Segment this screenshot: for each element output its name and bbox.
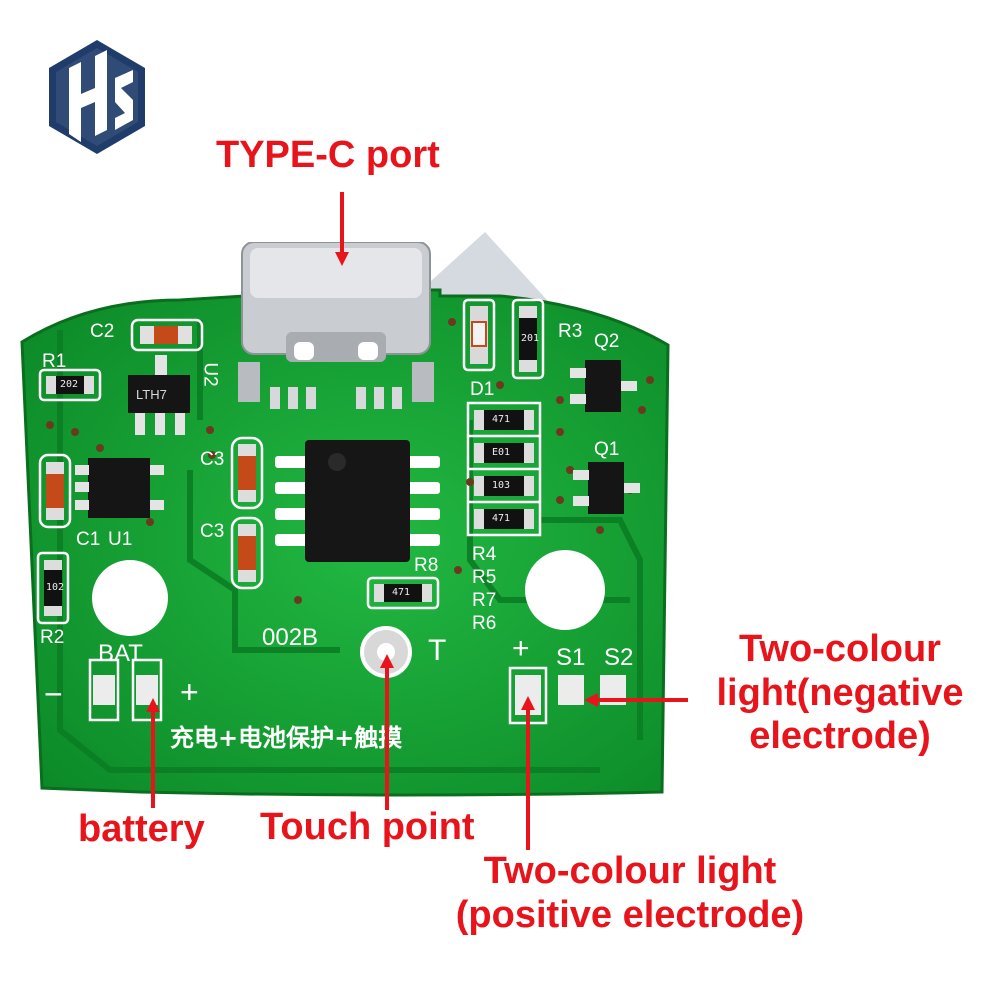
callout-pos-line-1: Two-colour light	[483, 850, 777, 892]
label-board-function: 充电+电池保护+触摸	[170, 724, 403, 752]
u2-marking: LTH7	[136, 387, 167, 402]
callout-neg-line-3: electrode)	[749, 715, 931, 758]
label-s2: S2	[604, 644, 634, 671]
label-u1: U1	[108, 529, 133, 550]
callout-two-colour-positive: Two-colour light (positive electrode)	[420, 850, 840, 937]
label-s1: S1	[556, 644, 586, 671]
r8-value: 471	[392, 587, 411, 598]
r1-value: 202	[60, 379, 79, 390]
label-t: T	[428, 634, 447, 667]
r3-value: 201	[521, 333, 540, 344]
r2-value: 102	[46, 582, 65, 593]
label-r3: R3	[558, 321, 583, 342]
label-s-plus: +	[512, 632, 530, 665]
callout-type-c-port: TYPE-C port	[216, 134, 440, 176]
label-d1: D1	[470, 379, 495, 400]
r7-value: 103	[492, 480, 511, 491]
callout-battery: battery	[78, 808, 205, 850]
label-c2: C2	[90, 321, 115, 342]
label-r7: R7	[472, 590, 497, 611]
label-q2: Q2	[594, 331, 620, 352]
label-r8: R8	[414, 555, 439, 576]
callout-touch-point: Touch point	[260, 806, 475, 848]
callout-neg-line-1: Two-colour	[739, 628, 941, 670]
label-c3-top: C3	[200, 449, 225, 470]
label-r2: R2	[40, 627, 65, 648]
label-c1: C1	[76, 529, 101, 550]
callout-pos-line-2: (positive electrode)	[455, 893, 805, 936]
label-bat-plus: +	[180, 674, 199, 710]
label-r4: R4	[472, 544, 497, 565]
label-bat-minus: −	[44, 676, 63, 712]
label-r1: R1	[42, 351, 67, 372]
label-r5: R5	[472, 567, 497, 588]
label-c3-bottom: C3	[200, 521, 225, 542]
label-r6: R6	[472, 613, 497, 634]
type-c-connector	[238, 242, 434, 409]
callout-neg-line-2: light(negative	[716, 671, 964, 714]
hs-logo	[45, 38, 150, 156]
r6-value: 471	[492, 513, 511, 524]
main-ic-chip	[275, 440, 440, 562]
label-q1: Q1	[594, 439, 620, 460]
r4-value: 471	[492, 414, 511, 425]
label-bat: BAT	[98, 640, 143, 667]
label-board-id: 002B	[262, 624, 319, 651]
callout-two-colour-negative: Two-colour light(negative electrode)	[690, 628, 990, 759]
r5-value: E01	[492, 447, 511, 458]
